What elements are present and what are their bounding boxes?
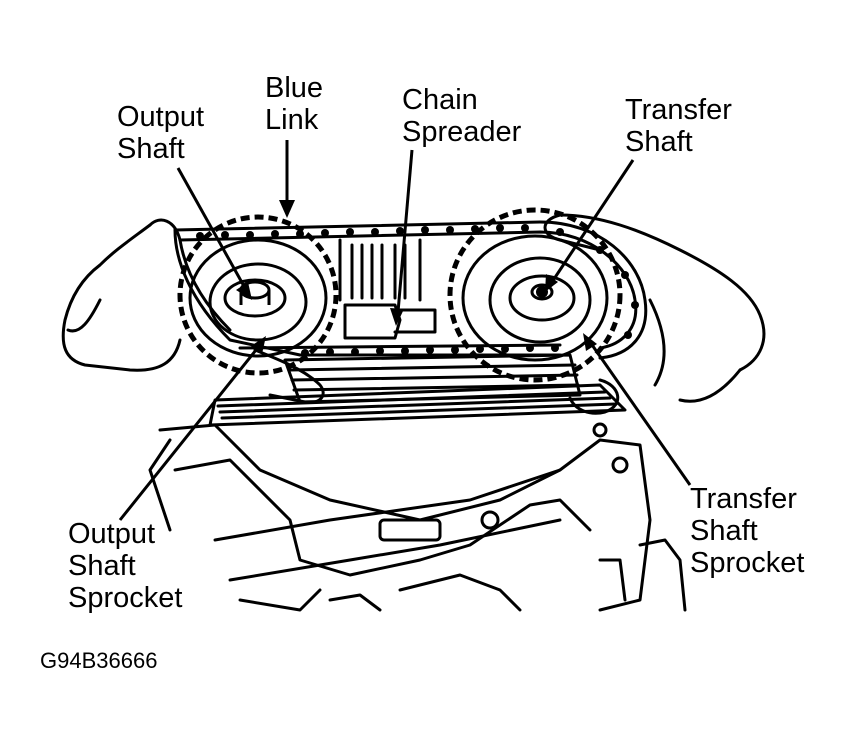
label-chain-spreader: Chain Spreader xyxy=(402,84,521,148)
label-line: Shaft xyxy=(625,126,693,158)
diagram-illustration xyxy=(61,140,766,612)
chain-spreader-tool xyxy=(338,238,437,340)
leader-transfer-shaft xyxy=(550,159,635,283)
transfer-shaft-sprocket xyxy=(447,207,623,383)
leader-lines xyxy=(118,140,692,521)
transfer-shaft-center xyxy=(536,286,548,298)
label-output-shaft: Output Shaft xyxy=(117,101,204,165)
label-transfer-shaft: Transfer Shaft xyxy=(625,94,732,158)
label-line: Blue xyxy=(265,72,324,104)
label-line: Output xyxy=(68,518,156,550)
transaxle-case xyxy=(148,422,687,612)
chain-link-pins xyxy=(196,224,639,357)
lower-chain xyxy=(208,353,627,427)
label-line: Sprocket xyxy=(68,582,183,614)
label-line: Shaft xyxy=(68,550,136,582)
arrowheads xyxy=(236,200,597,354)
label-line: Shaft xyxy=(690,515,758,547)
leader-chain-spreader xyxy=(396,149,414,313)
leader-output-shaft xyxy=(176,167,247,289)
label-line: Link xyxy=(265,104,319,136)
label-line: Sprocket xyxy=(690,547,805,579)
label-line: Shaft xyxy=(117,133,185,165)
label-line: Output xyxy=(117,101,205,133)
leader-transfer-shaft-sprocket xyxy=(588,341,692,486)
label-transfer-shaft-sprocket: Transfer Shaft Sprocket xyxy=(690,483,804,579)
figure-id: G94B36666 xyxy=(40,648,158,673)
leader-output-shaft-sprocket xyxy=(118,344,262,521)
label-output-shaft-sprocket: Output Shaft Sprocket xyxy=(68,518,182,614)
output-shaft-sprocket xyxy=(177,214,339,376)
label-line: Spreader xyxy=(402,116,522,148)
label-line: Chain xyxy=(402,84,478,116)
label-line: Transfer xyxy=(625,94,732,126)
label-blue-link: Blue Link xyxy=(265,72,323,136)
label-line: Transfer xyxy=(690,483,797,515)
